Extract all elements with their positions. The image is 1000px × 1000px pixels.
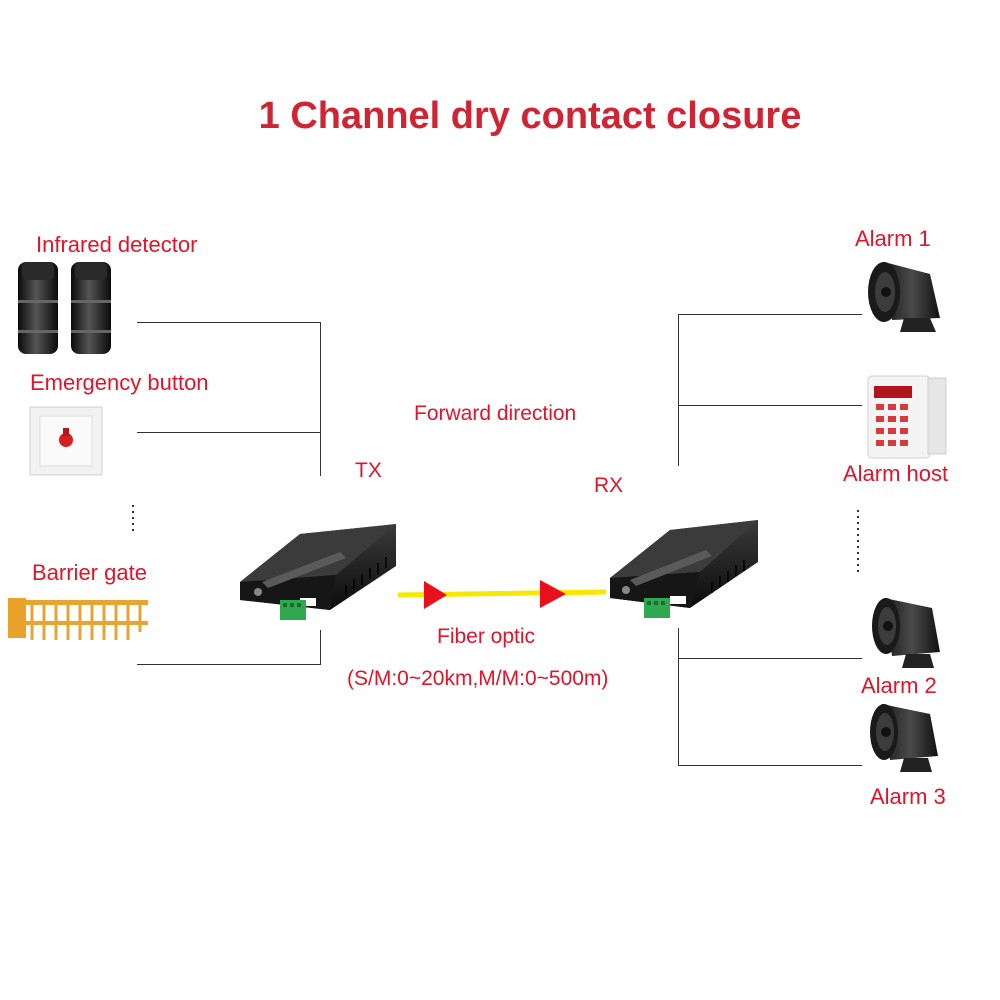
tx-converter-icon — [240, 524, 396, 620]
alarm-2-siren-icon — [872, 598, 940, 668]
tx-label: TX — [355, 459, 382, 482]
alarm-host-wire — [678, 405, 862, 406]
alarm-3-siren-icon — [870, 704, 938, 772]
alarm-2-label: Alarm 2 — [861, 673, 937, 698]
emergency-button-label: Emergency button — [30, 370, 209, 395]
right-ellipsis — [857, 510, 860, 576]
infrared-detector-label: Infrared detector — [36, 232, 198, 257]
right-upper-trunk-wire — [678, 314, 679, 466]
fiber-optic-link — [397, 580, 607, 609]
right-lower-trunk-wire — [678, 628, 679, 766]
alarm3-wire — [678, 765, 862, 766]
left-ellipsis — [132, 505, 135, 535]
fiber-range-label: (S/M:0~20km,M/M:0~500m) — [347, 667, 609, 690]
alarm2-wire — [678, 658, 862, 659]
alarm-host-label: Alarm host — [843, 461, 949, 486]
barrier-trunk-wire — [320, 630, 321, 665]
fiber-arrow-2 — [540, 580, 566, 608]
infrared-detector-icon — [18, 262, 111, 354]
infrared-wire — [137, 322, 321, 323]
barrier-gate-icon — [8, 598, 148, 640]
alarm-3-label: Alarm 3 — [870, 784, 946, 809]
rx-label: RX — [594, 474, 624, 497]
forward-direction-label: Forward direction — [414, 402, 577, 425]
emergency-wire — [137, 432, 321, 433]
emergency-button-icon — [29, 406, 103, 476]
left-trunk-wire — [320, 322, 321, 476]
alarm-host-icon — [867, 375, 947, 459]
barrier-gate-label: Barrier gate — [32, 560, 147, 585]
fiber-arrow-1 — [424, 581, 447, 609]
alarm-1-label: Alarm 1 — [855, 226, 931, 251]
alarm-1-siren-icon — [868, 262, 940, 332]
alarm1-wire — [678, 314, 862, 315]
rx-converter-icon — [610, 520, 758, 618]
fiber-optic-label: Fiber optic — [437, 625, 536, 648]
barrier-wire — [137, 664, 321, 665]
diagram-title: 1 Channel dry contact closure — [258, 95, 802, 137]
